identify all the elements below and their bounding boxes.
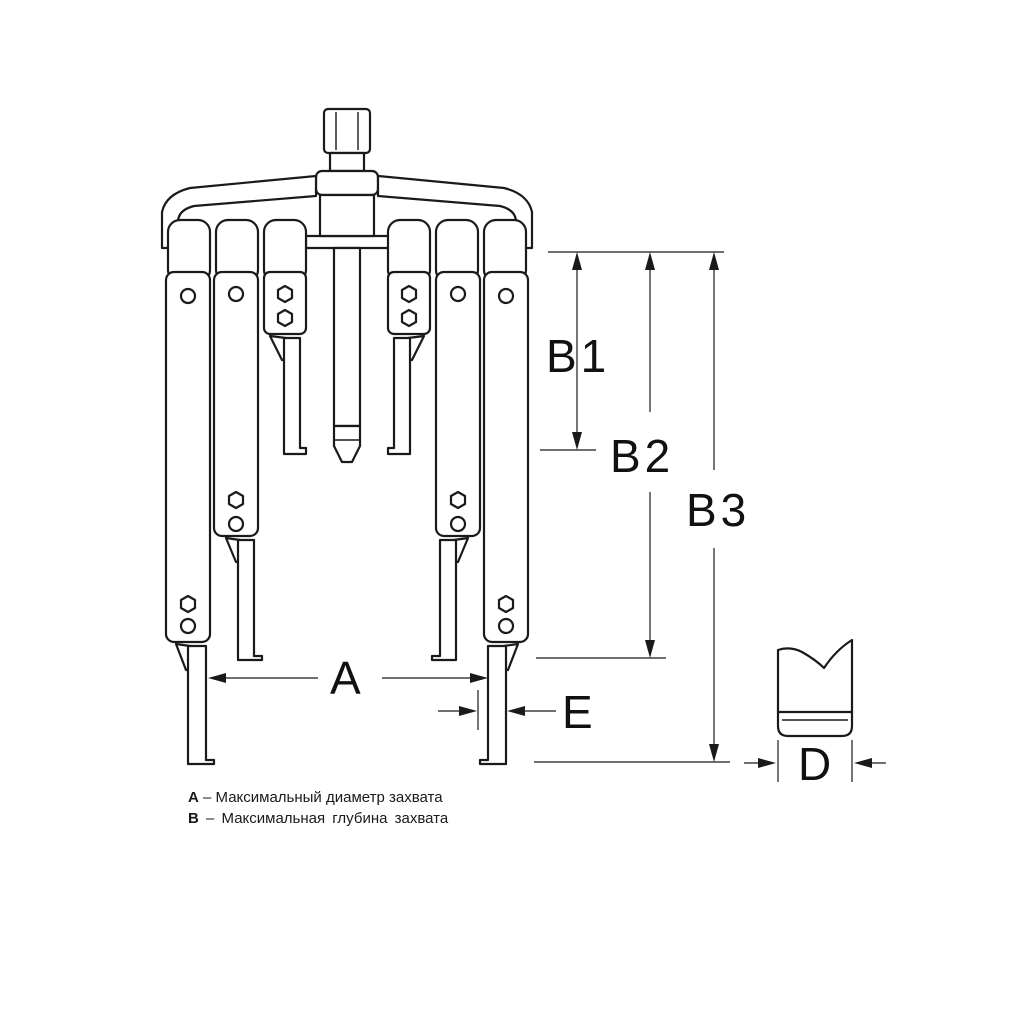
label-b1: B1	[546, 330, 610, 382]
arm-middle-right	[430, 270, 482, 662]
legend-key-b: B	[188, 810, 199, 827]
slot-heads	[166, 218, 528, 284]
legend-key-a: A	[188, 789, 199, 806]
arm-middle-left	[212, 270, 264, 662]
label-e: E	[562, 686, 597, 738]
spindle-head	[314, 107, 380, 197]
dimension-lines	[208, 251, 886, 782]
yoke	[160, 174, 534, 250]
legend-dash-b: –	[206, 810, 215, 827]
label-a: A	[330, 652, 365, 704]
legend-line-b: B – Максимальная глубина захвата	[188, 810, 448, 827]
arm-outer-right	[478, 270, 530, 766]
label-b3: B3	[686, 484, 750, 536]
spindle	[332, 246, 362, 464]
arm-inner-right	[386, 270, 432, 456]
legend-text-a: Максимальный диаметр захвата	[215, 789, 443, 806]
label-b2: B2	[610, 430, 674, 482]
jaw-profile	[776, 638, 854, 738]
arm-outer-left	[164, 270, 216, 766]
arm-inner-left	[262, 270, 308, 456]
label-d: D	[798, 738, 835, 790]
legend-text-b: Максимальная глубина захвата	[221, 810, 449, 827]
legend-dash-a: –	[203, 789, 212, 806]
legend-line-a: A – Максимальный диаметр захвата	[188, 789, 443, 806]
